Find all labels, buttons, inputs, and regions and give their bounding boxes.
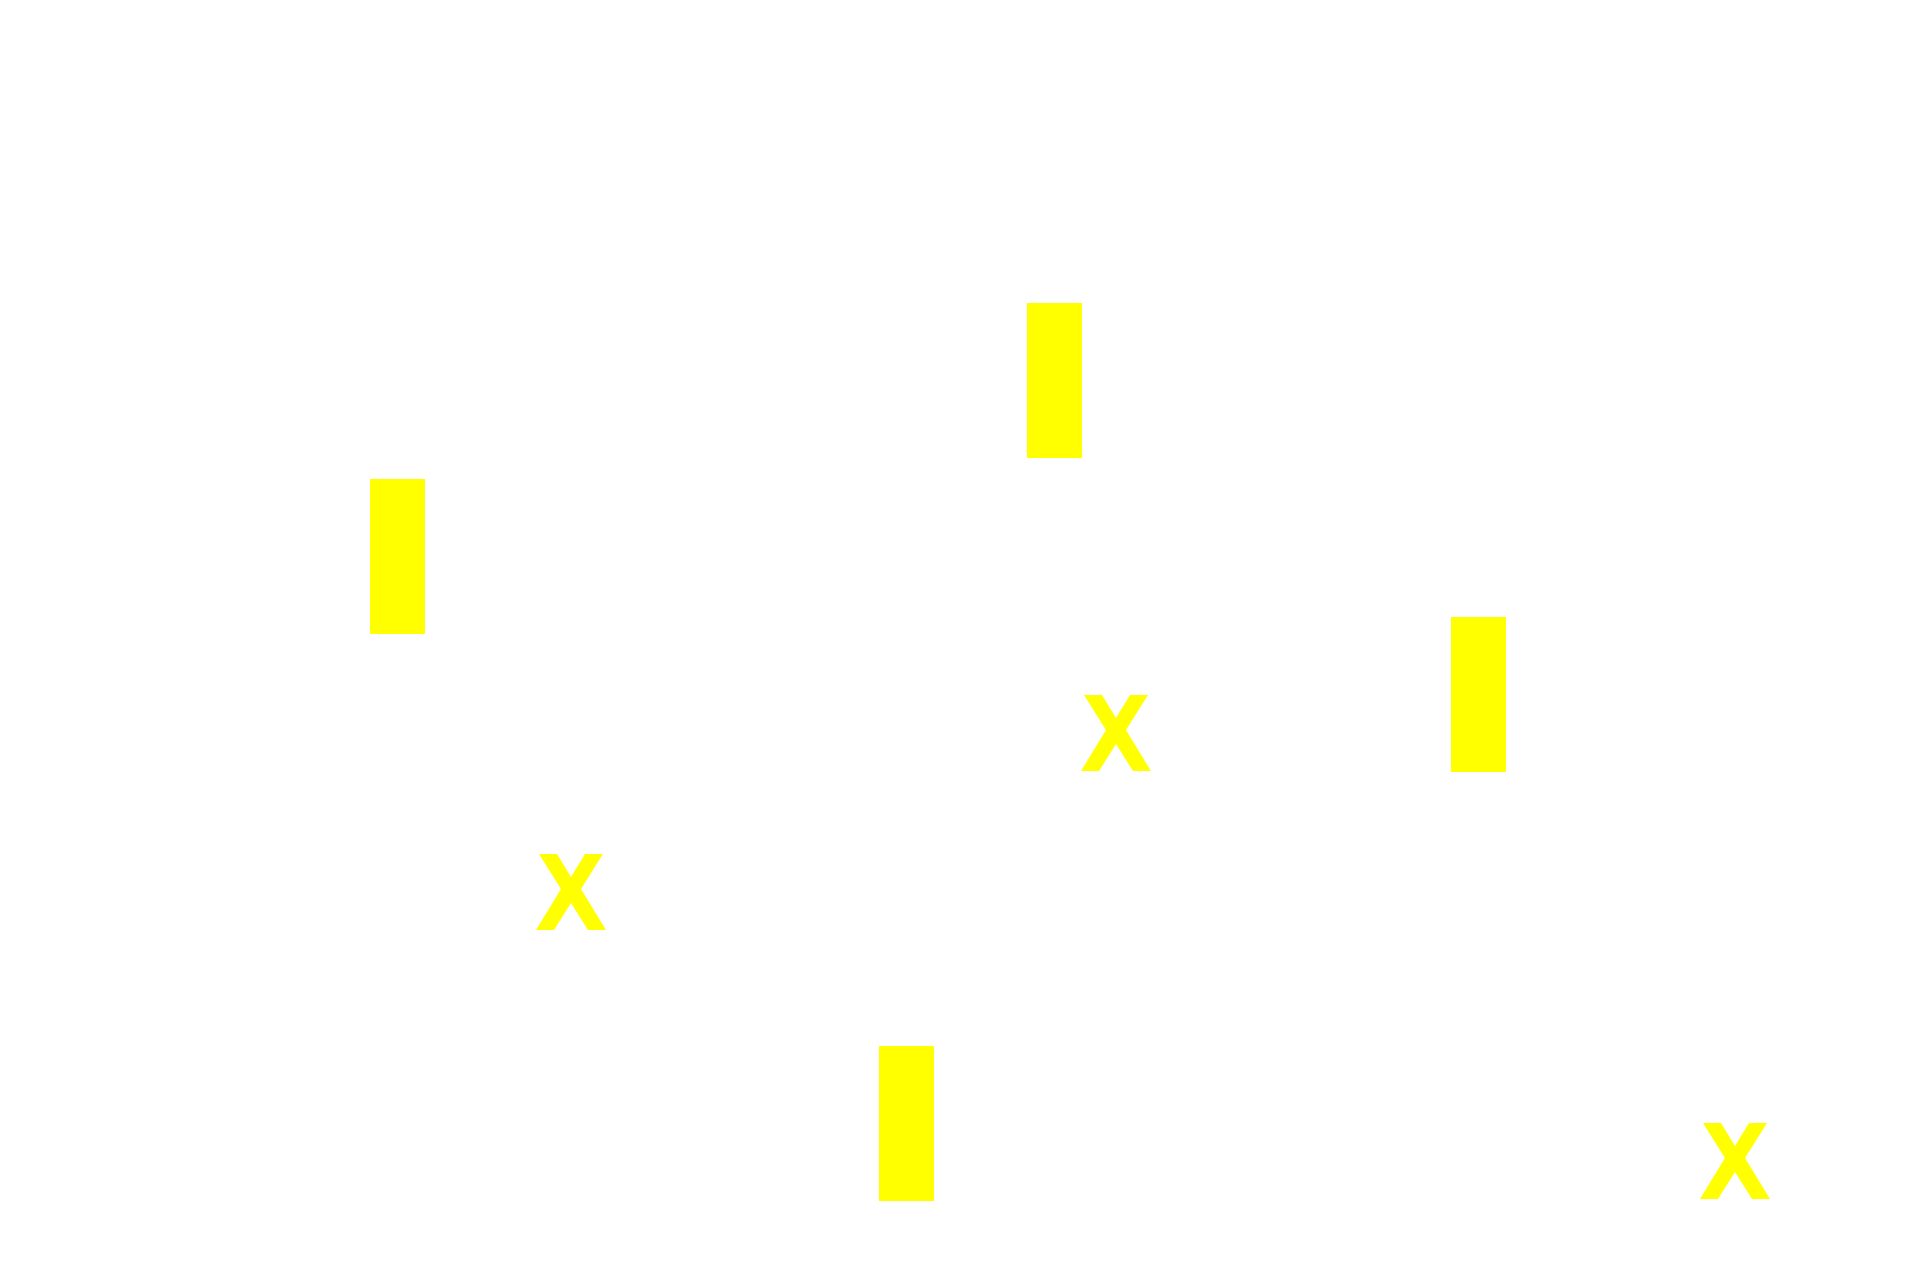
x-mark-3 [1700,1123,1770,1199]
yellow-bar-2 [370,479,425,634]
yellow-bar-4 [879,1046,934,1201]
yellow-bar-1 [1027,303,1082,458]
x-icon [1700,1123,1770,1199]
x-icon [1081,695,1151,771]
yellow-bar-3 [1451,617,1506,772]
x-mark-2 [536,854,606,930]
x-mark-1 [1081,695,1151,771]
x-icon [536,854,606,930]
